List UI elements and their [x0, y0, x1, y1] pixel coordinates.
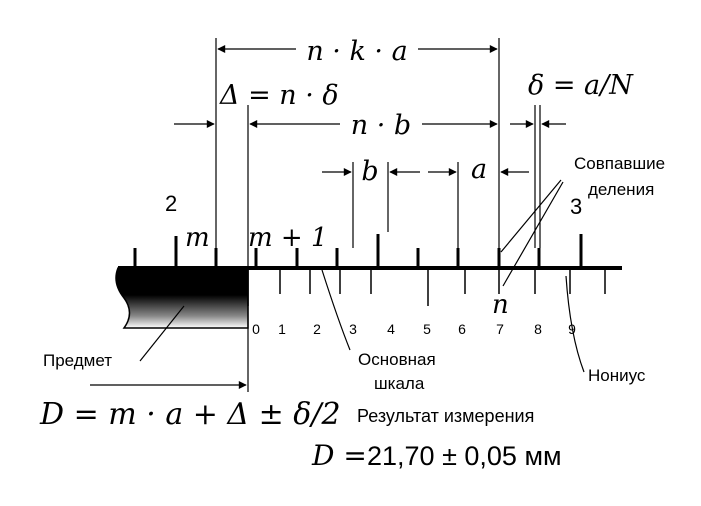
- main-scale-label-2: шкала: [374, 374, 425, 393]
- vernier-numbers: 0 1 2 3 4 5 6 7 8 9: [252, 321, 576, 337]
- m-plus-1-label: m + 1: [248, 223, 328, 253]
- coinciding-pointer-2: [502, 181, 564, 287]
- vernier-number: 5: [423, 321, 431, 337]
- a-label: a: [471, 154, 487, 185]
- vernier-number: 7: [496, 321, 504, 337]
- n-label: n: [492, 290, 509, 320]
- object-pointer: [139, 305, 185, 362]
- main-scale-ticks: [133, 234, 583, 268]
- main-scale-pointer: [321, 269, 351, 351]
- b-label: b: [361, 156, 378, 187]
- delta-formula: Δ = n · δ: [219, 80, 339, 111]
- m-label: m: [185, 223, 210, 253]
- coinciding-pointer-1: [500, 179, 562, 253]
- vernier-number: 3: [349, 321, 357, 337]
- main-mark-3: 3: [570, 194, 582, 219]
- vernier-number: 2: [313, 321, 321, 337]
- coinciding-label-2: деления: [588, 180, 654, 199]
- main-mark-2: 2: [165, 191, 177, 216]
- result-value: 21,70 ± 0,05 мм: [367, 441, 562, 471]
- vernier-number: 4: [387, 321, 395, 337]
- result-variable: D =: [311, 439, 367, 472]
- vernier-number: 8: [534, 321, 542, 337]
- object-label: Предмет: [43, 351, 112, 370]
- vernier-number: 1: [278, 321, 286, 337]
- general-formula: D = m · a + Δ ± δ/2: [39, 397, 341, 432]
- vernier-ticks: [247, 270, 606, 306]
- measured-object: [115, 267, 249, 329]
- main-scale-label-1: Основная: [358, 350, 436, 369]
- vernier-label: Нониус: [588, 366, 646, 385]
- dim-nka-label: n · k · a: [306, 36, 407, 67]
- resolution-formula: δ = a/N: [528, 70, 634, 101]
- result-caption: Результат измерения: [357, 406, 534, 426]
- dim-nb-label: n · b: [351, 110, 411, 141]
- vernier-number: 0: [252, 321, 260, 337]
- vernier-pointer: [565, 275, 585, 373]
- reference-lines: [215, 38, 541, 392]
- coinciding-label-1: Совпавшие: [574, 154, 665, 173]
- vernier-number: 6: [458, 321, 466, 337]
